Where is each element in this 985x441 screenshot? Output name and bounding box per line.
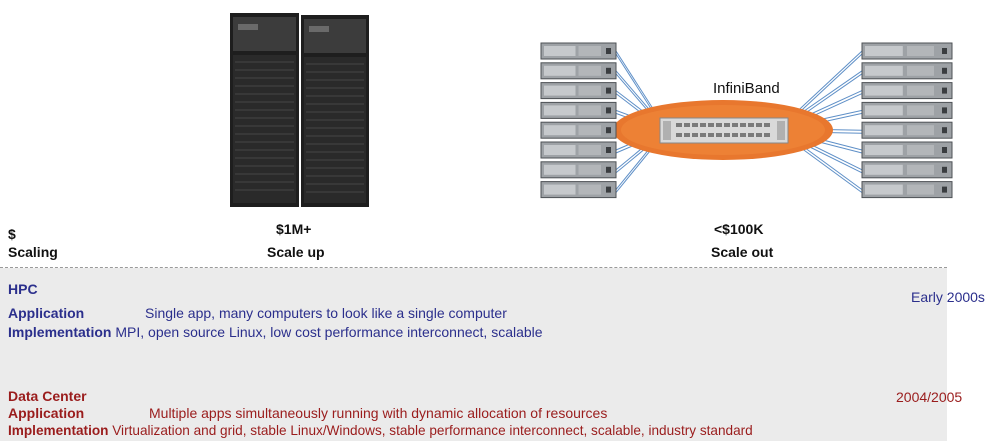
mainframe-cabinet-left	[230, 13, 299, 207]
diagram-graphics	[137, 13, 953, 403]
server-unit	[540, 181, 617, 199]
hpc-implementation-row: Implementation MPI, open source Linux, l…	[8, 324, 543, 340]
scale-up-label: Scale up	[267, 244, 325, 260]
infiniband-label: InfiniBand	[713, 80, 780, 97]
hpc-application-row: Application Single app, many computers to…	[8, 305, 507, 321]
section-divider	[0, 267, 947, 268]
scale-out-label: Scale out	[711, 244, 774, 260]
server-unit	[861, 101, 953, 119]
server-unit	[540, 121, 617, 139]
infiniband-switch	[613, 100, 833, 160]
server-unit	[861, 141, 953, 159]
datacenter-title: Data Center	[8, 388, 87, 404]
server-unit	[540, 101, 617, 119]
datacenter-implementation-row: Implementation Virtualization and grid, …	[8, 423, 753, 438]
datacenter-application-row: Application Multiple apps simultaneously …	[8, 405, 607, 421]
hpc-application-label: Application	[8, 305, 85, 321]
hpc-application-text: Single app, many computers to look like …	[145, 305, 507, 321]
hpc-timeline-label: Early 2000s	[911, 289, 985, 305]
server-unit	[540, 62, 617, 80]
server-stack-right	[861, 42, 953, 199]
server-unit	[861, 161, 953, 179]
server-unit	[540, 141, 617, 159]
scaling-label: Scaling	[8, 244, 58, 260]
hpc-title: HPC	[8, 281, 38, 297]
datacenter-implementation-label: Implementation	[8, 423, 109, 438]
datacenter-application-label: Application	[8, 405, 85, 421]
datacenter-application-text: Multiple apps simultaneously running wit…	[149, 405, 608, 421]
hpc-implementation-text: MPI, open source Linux, low cost perform…	[115, 324, 543, 340]
server-unit	[861, 121, 953, 139]
server-unit	[861, 62, 953, 80]
server-unit	[540, 42, 617, 60]
datacenter-implementation-text: Virtualization and grid, stable Linux/Wi…	[112, 423, 753, 438]
server-unit	[540, 82, 617, 100]
cost-label: $	[8, 226, 16, 242]
scale-out-cost: <$100K	[714, 221, 764, 237]
server-unit	[861, 42, 953, 60]
server-unit	[861, 82, 953, 100]
server-unit	[540, 161, 617, 179]
server-stack-left	[540, 42, 617, 199]
hpc-implementation-label: Implementation	[8, 324, 112, 340]
datacenter-timeline-label: 2004/2005	[896, 389, 963, 405]
comparison-panel	[0, 268, 947, 441]
scale-up-cost: $1M+	[276, 221, 312, 237]
server-unit	[861, 181, 953, 199]
mainframe-cabinet-right	[301, 15, 369, 207]
